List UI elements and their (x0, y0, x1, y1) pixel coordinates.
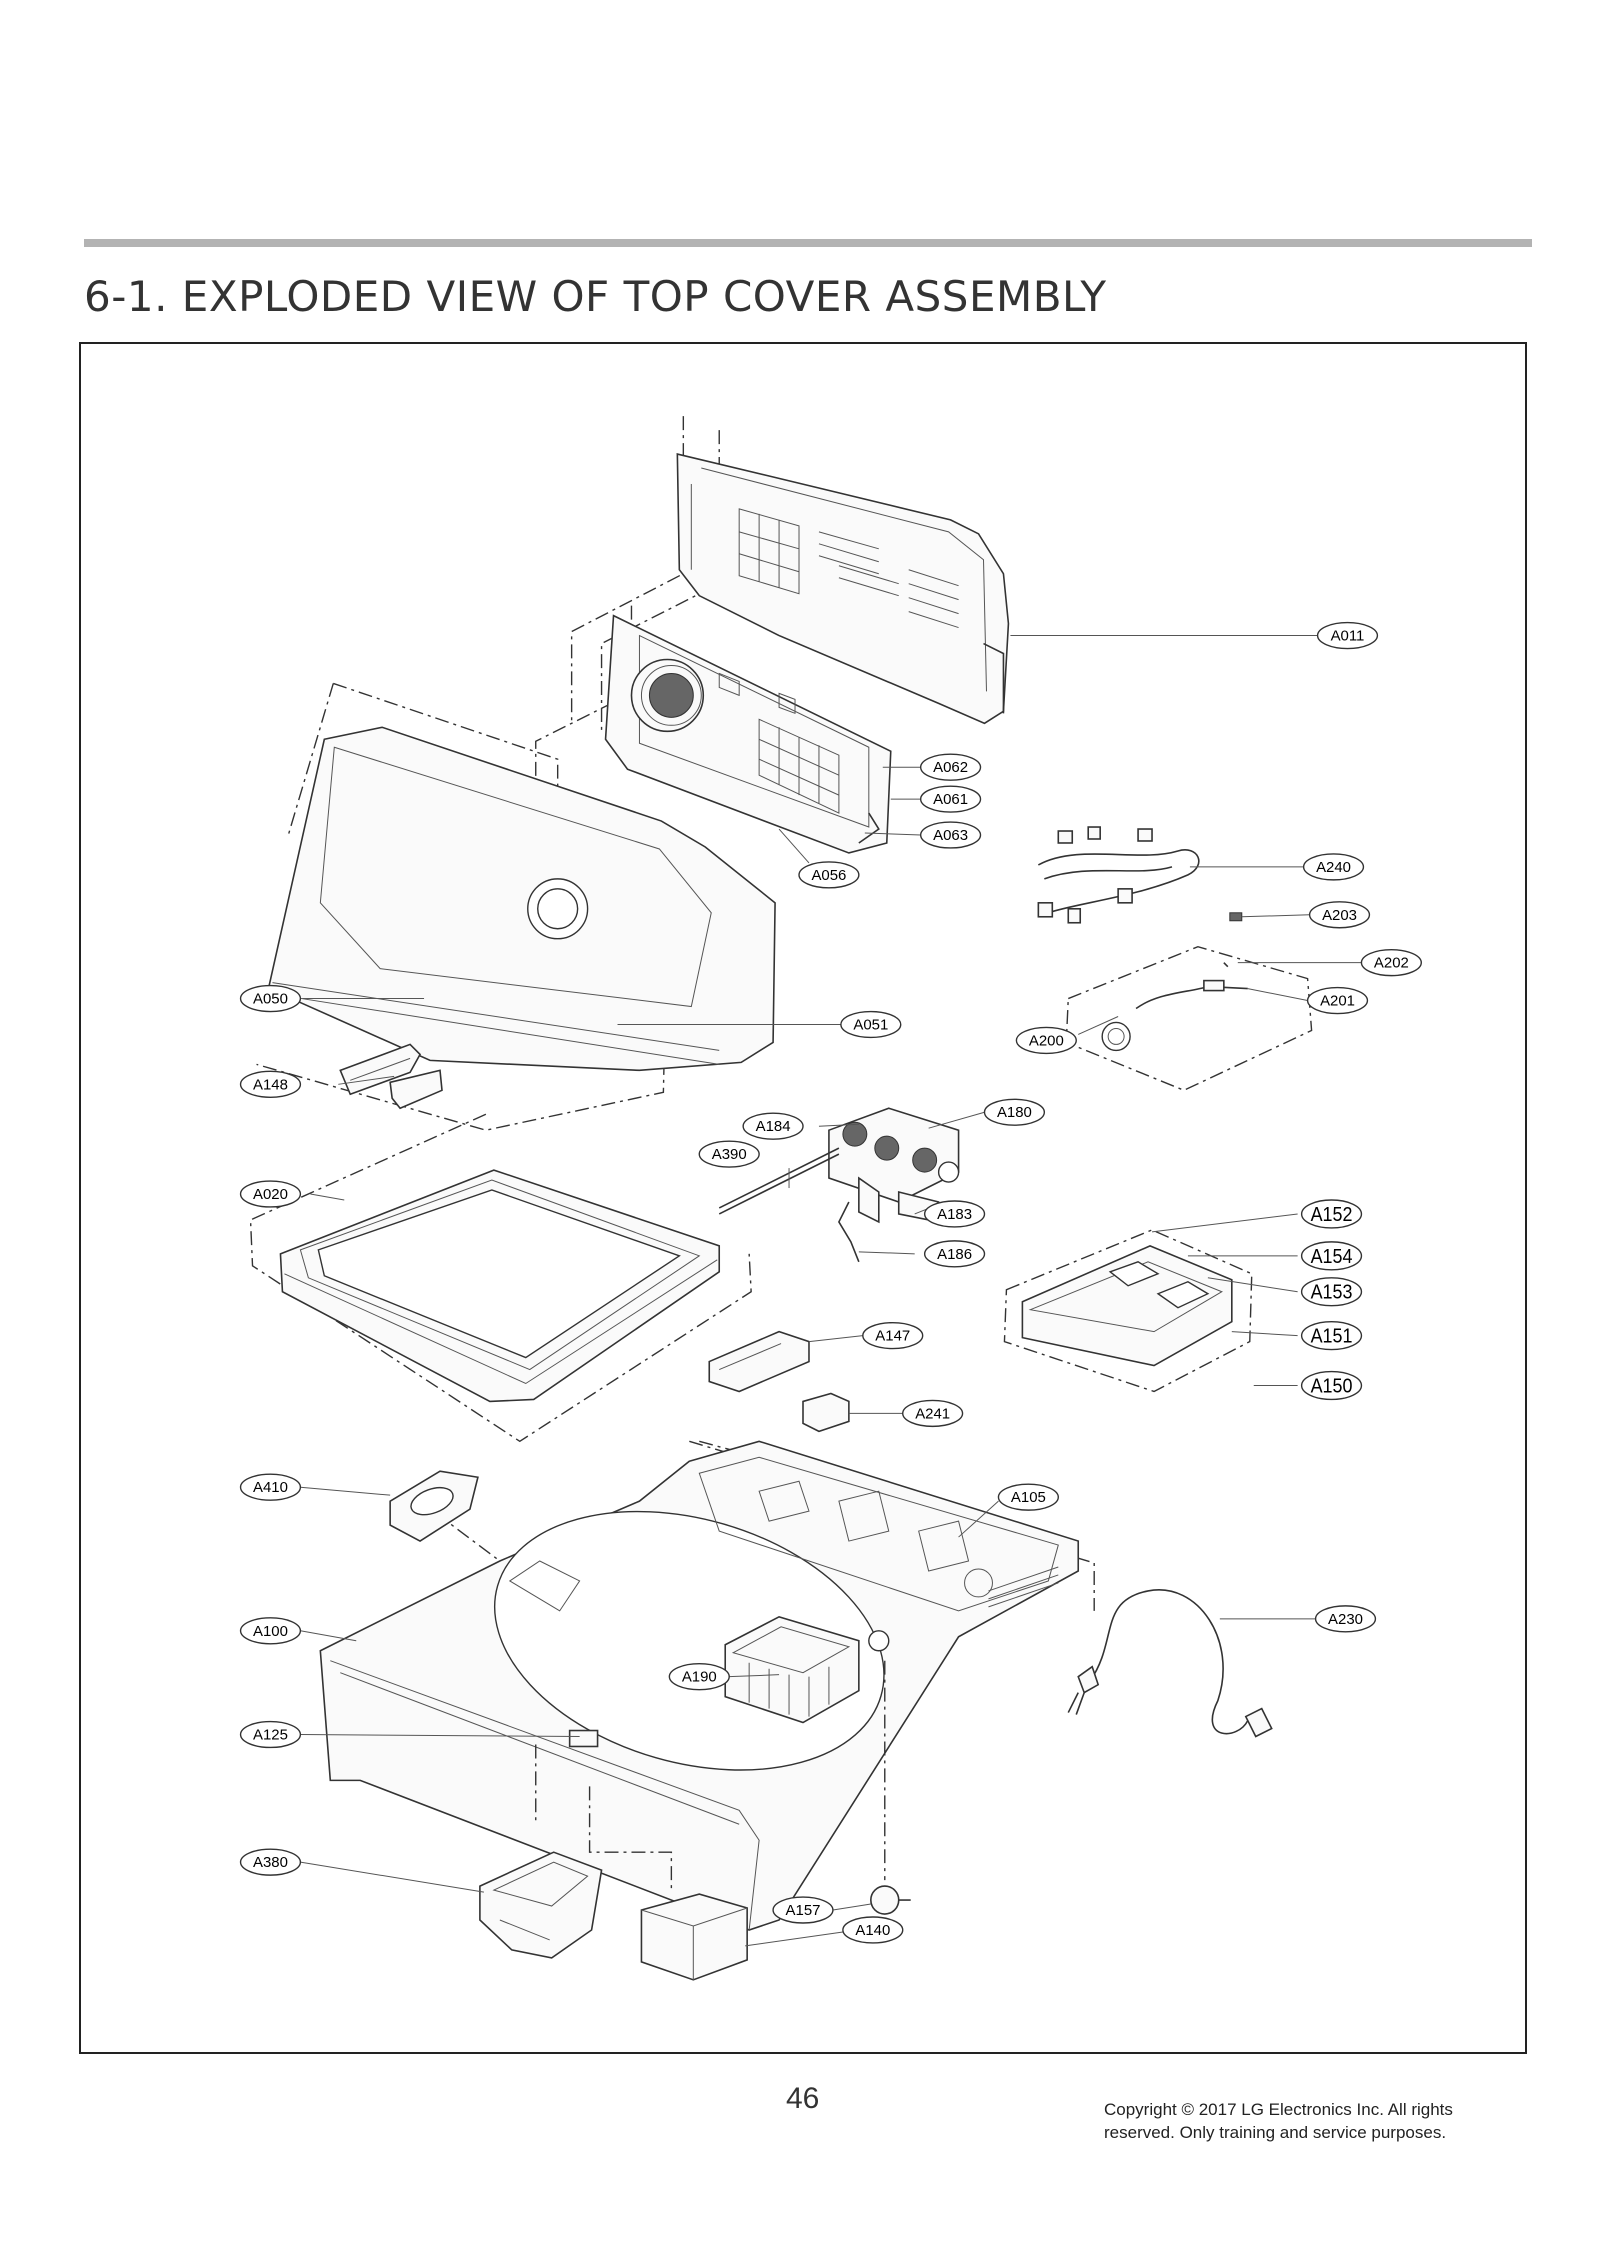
svg-text:A184: A184 (756, 1118, 791, 1135)
svg-text:A410: A410 (253, 1479, 288, 1496)
part-a200-pressure-switch (1065, 945, 1313, 1092)
part-a020-lid (249, 1113, 752, 1443)
svg-text:A020: A020 (253, 1186, 288, 1203)
part-a147-bracket (708, 1330, 810, 1393)
part-a140-module (588, 1786, 748, 1981)
svg-text:A190: A190 (682, 1669, 717, 1686)
leader-lines (300, 635, 1362, 1947)
part-a390-hose (718, 1147, 840, 1215)
svg-text:A150: A150 (1311, 1375, 1353, 1397)
label-a020: A020 (239, 1180, 302, 1208)
label-a180: A180 (983, 1098, 1046, 1126)
label-a203: A203 (1308, 901, 1371, 929)
label-a241: A241 (902, 1399, 964, 1428)
label-a011: A011 (1316, 621, 1379, 650)
svg-text:A125: A125 (253, 1727, 288, 1744)
svg-text:A105: A105 (1011, 1489, 1046, 1506)
part-a148-bracket (339, 1043, 443, 1110)
svg-text:A148: A148 (253, 1076, 288, 1093)
part-a410-ring (389, 1470, 479, 1542)
svg-text:A203: A203 (1322, 907, 1357, 924)
diagram-frame: .ln{fill:none;stroke:#333;stroke-width:1… (79, 342, 1527, 2054)
label-a157: A157 (772, 1896, 834, 1924)
svg-text:A147: A147 (875, 1328, 910, 1345)
label-a190: A190 (668, 1663, 730, 1691)
svg-text:A153: A153 (1311, 1282, 1353, 1304)
svg-text:A140: A140 (855, 1922, 890, 1939)
svg-text:A240: A240 (1316, 859, 1351, 876)
svg-text:A011: A011 (1331, 628, 1365, 645)
label-a230: A230 (1314, 1605, 1377, 1633)
header-rule (84, 239, 1532, 247)
label-a062: A062 (919, 753, 982, 781)
part-a241-filter (802, 1392, 850, 1433)
svg-text:A180: A180 (997, 1104, 1032, 1121)
part-a230-power-cord (1067, 1589, 1273, 1738)
svg-text:A154: A154 (1311, 1246, 1353, 1268)
label-a201: A201 (1306, 986, 1369, 1015)
label-a183: A183 (923, 1200, 986, 1228)
label-a051: A051 (840, 1010, 902, 1039)
label-a105: A105 (997, 1483, 1059, 1511)
label-a200: A200 (1015, 1026, 1077, 1055)
part-labels: A011 A062 A061 A063 A056 A240 A203 A202 … (239, 621, 1422, 1944)
part-a240-harness (1037, 826, 1243, 924)
svg-text:A241: A241 (915, 1405, 950, 1422)
part-a380-base (479, 1744, 603, 1959)
svg-text:A183: A183 (937, 1206, 972, 1223)
exploded-view-diagram: .ln{fill:none;stroke:#333;stroke-width:1… (239, 416, 1422, 1981)
svg-text:A202: A202 (1374, 955, 1409, 972)
part-a190-filter (724, 1615, 860, 1724)
label-a202: A202 (1360, 948, 1422, 977)
svg-text:A051: A051 (853, 1016, 888, 1033)
label-a153: A153 (1300, 1277, 1363, 1307)
label-a061: A061 (919, 785, 982, 813)
svg-text:A050: A050 (253, 991, 288, 1008)
label-a063: A063 (919, 821, 982, 849)
copyright-line-1: Copyright © 2017 LG Electronics Inc. All… (1104, 2100, 1453, 2119)
copyright-notice: Copyright © 2017 LG Electronics Inc. All… (1104, 2098, 1453, 2144)
label-a240: A240 (1302, 853, 1365, 881)
part-a180-water-valve (828, 1107, 960, 1263)
label-a148: A148 (239, 1070, 302, 1098)
part-a157-cap (870, 1660, 911, 1915)
svg-text:A151: A151 (1311, 1326, 1353, 1348)
part-a050-control-panel (256, 682, 776, 1131)
svg-text:A062: A062 (933, 759, 968, 776)
label-a151: A151 (1300, 1320, 1363, 1351)
svg-text:A186: A186 (937, 1246, 972, 1263)
label-a380: A380 (239, 1848, 302, 1876)
svg-text:A100: A100 (253, 1623, 288, 1640)
svg-text:A061: A061 (933, 791, 968, 808)
svg-text:A201: A201 (1320, 993, 1355, 1010)
label-a152: A152 (1300, 1199, 1363, 1229)
label-a154: A154 (1300, 1241, 1363, 1271)
copyright-line-2: reserved. Only training and service purp… (1104, 2123, 1447, 2142)
label-a186: A186 (923, 1240, 986, 1268)
label-a390: A390 (698, 1140, 760, 1168)
svg-text:A230: A230 (1328, 1611, 1363, 1628)
label-a056: A056 (798, 861, 860, 889)
svg-text:A390: A390 (712, 1146, 747, 1163)
label-a147: A147 (862, 1321, 924, 1350)
part-a150-dispenser (1003, 1229, 1253, 1393)
page-number: 46 (786, 2082, 820, 2115)
page-title: 6-1. EXPLODED VIEW OF TOP COVER ASSEMBLY (84, 272, 1107, 321)
label-a100: A100 (239, 1617, 302, 1645)
svg-text:A380: A380 (253, 1854, 288, 1871)
svg-text:A152: A152 (1311, 1204, 1353, 1226)
label-a140: A140 (842, 1916, 904, 1944)
label-a410: A410 (239, 1473, 302, 1501)
svg-text:A063: A063 (933, 827, 968, 844)
part-a011-panel-cover (570, 416, 1010, 732)
label-a125: A125 (239, 1720, 302, 1749)
svg-text:A157: A157 (786, 1902, 821, 1919)
svg-text:A200: A200 (1029, 1032, 1064, 1049)
label-a150: A150 (1300, 1370, 1363, 1401)
label-a050: A050 (239, 984, 302, 1013)
label-a184: A184 (742, 1112, 804, 1140)
svg-text:A056: A056 (811, 867, 846, 884)
